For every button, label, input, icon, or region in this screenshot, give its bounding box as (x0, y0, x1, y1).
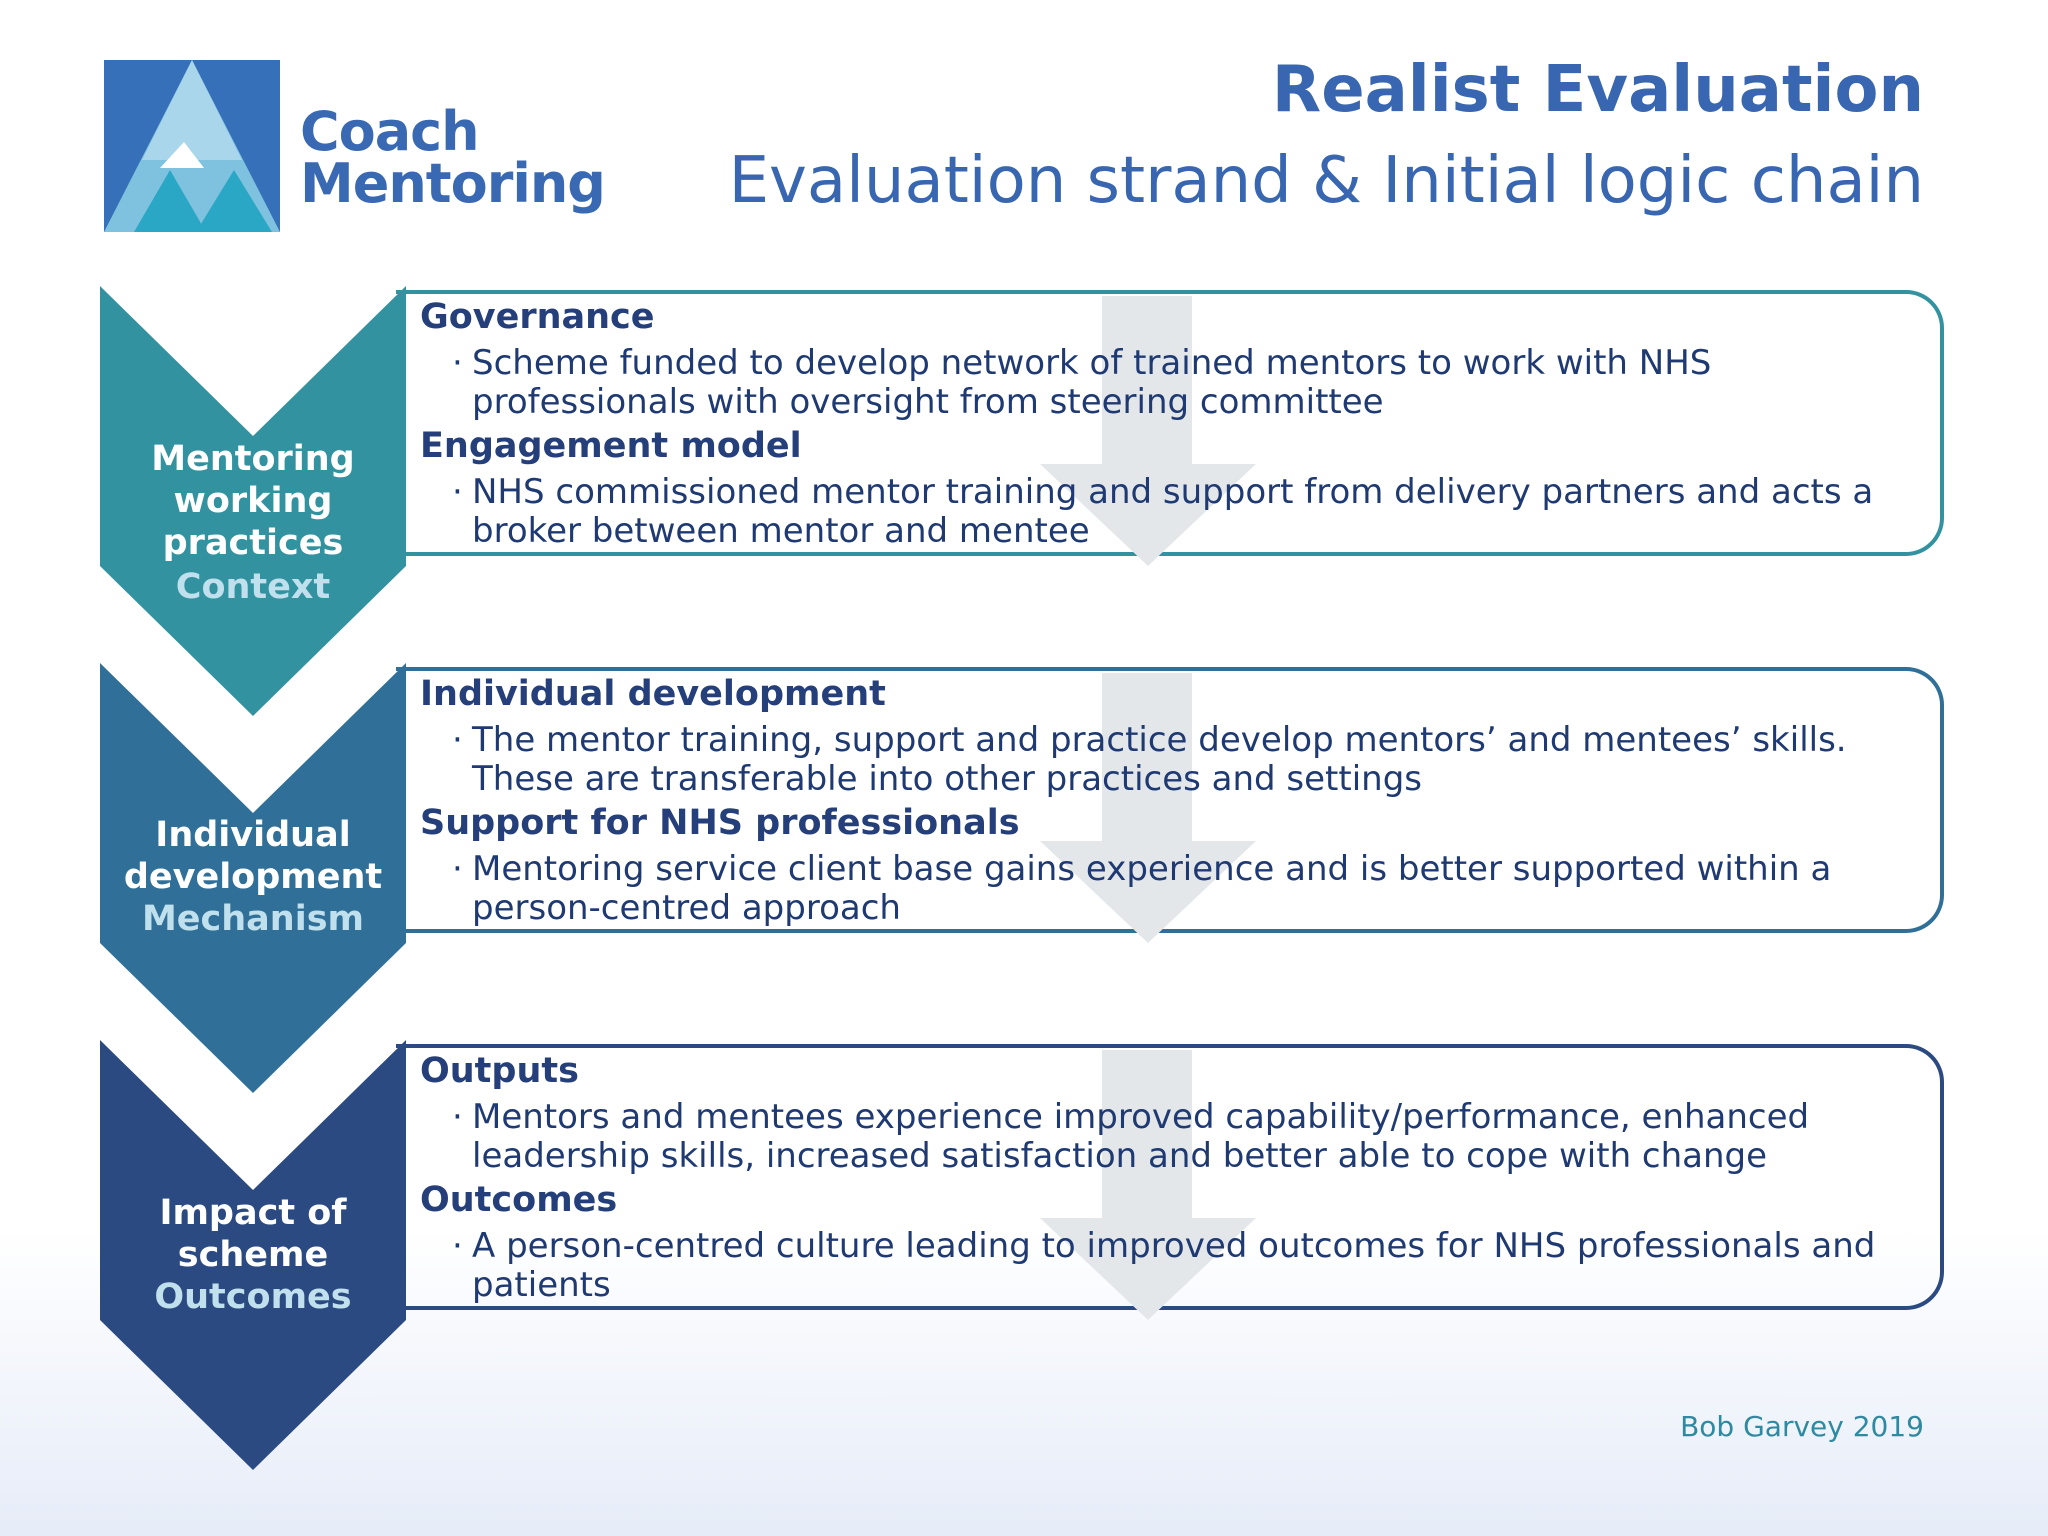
item-heading: Engagement model (420, 426, 802, 466)
item-bullet-text: Scheme funded to develop network of trai… (472, 343, 1712, 422)
logo-text: Coach Mentoring (300, 100, 606, 215)
page-title: Realist Evaluation (1271, 53, 1924, 127)
item-bullet-text: NHS commissioned mentor training and sup… (472, 472, 1874, 551)
stage-label-context: Mentoring working practices Context (100, 438, 406, 608)
stage-label-line: development (123, 857, 383, 897)
down-arrow-icon (1040, 296, 1256, 566)
chevron-mechanism (100, 663, 406, 1093)
stage-label-line: Mentoring (151, 439, 355, 479)
chevron-context (100, 286, 406, 716)
item-bullet-text: Mentoring service client base gains expe… (472, 849, 1832, 928)
stage-label-line: Individual (155, 815, 351, 855)
item-bullet: ·Mentoring service client base gains exp… (452, 849, 1832, 928)
item-bullet-text: Mentors and mentees experience improved … (472, 1097, 1810, 1176)
stage-sub-label: Outcomes (154, 1277, 352, 1317)
stage-label-line: practices (162, 523, 344, 563)
item-heading: Support for NHS professionals (420, 803, 1020, 843)
stage-label-line: Impact of (159, 1193, 347, 1233)
coach-mentoring-logo-icon (104, 60, 280, 232)
item-heading: Governance (420, 297, 655, 337)
stage-sub-label: Context (175, 567, 331, 607)
item-bullet: ·Scheme funded to develop network of tra… (452, 343, 1712, 422)
stage-label-outcomes: Impact of scheme Outcomes (100, 1192, 406, 1318)
author-credit: Bob Garvey 2019 (1680, 1410, 1924, 1443)
chevron-outcomes (100, 1040, 406, 1470)
down-arrow-icon (1040, 1050, 1256, 1320)
stage-label-line: working (173, 481, 333, 521)
item-bullet: ·NHS commissioned mentor training and su… (452, 472, 1874, 551)
logo-line-1: Coach (300, 100, 480, 163)
stage-content-mechanism: Individual development ·The mentor train… (420, 674, 1940, 932)
item-heading: Individual development (420, 674, 886, 714)
down-arrow-icon (1040, 673, 1256, 943)
item-bullet-text: The mentor training, support and practic… (472, 720, 1847, 799)
item-bullet-text: A person-centred culture leading to impr… (472, 1226, 1876, 1305)
stage-box-mechanism (396, 667, 1944, 933)
logo-line-2: Mentoring (300, 152, 606, 215)
item-bullet: ·The mentor training, support and practi… (452, 720, 1847, 799)
stage-label-line: scheme (177, 1235, 329, 1275)
stage-box-context (396, 290, 1944, 556)
stage-box-outcomes (396, 1044, 1944, 1310)
page-subtitle: Evaluation strand & Initial logic chain (728, 144, 1924, 218)
stage-label-mechanism: Individual development Mechanism (100, 814, 406, 940)
stage-content-outcomes: Outputs ·Mentors and mentees experience … (420, 1051, 1940, 1309)
item-bullet: ·A person-centred culture leading to imp… (452, 1226, 1876, 1305)
stage-content-context: Governance ·Scheme funded to develop net… (420, 297, 1940, 555)
item-heading: Outcomes (420, 1180, 618, 1220)
stage-sub-label: Mechanism (141, 899, 365, 939)
item-heading: Outputs (420, 1051, 579, 1091)
item-bullet: ·Mentors and mentees experience improved… (452, 1097, 1810, 1176)
